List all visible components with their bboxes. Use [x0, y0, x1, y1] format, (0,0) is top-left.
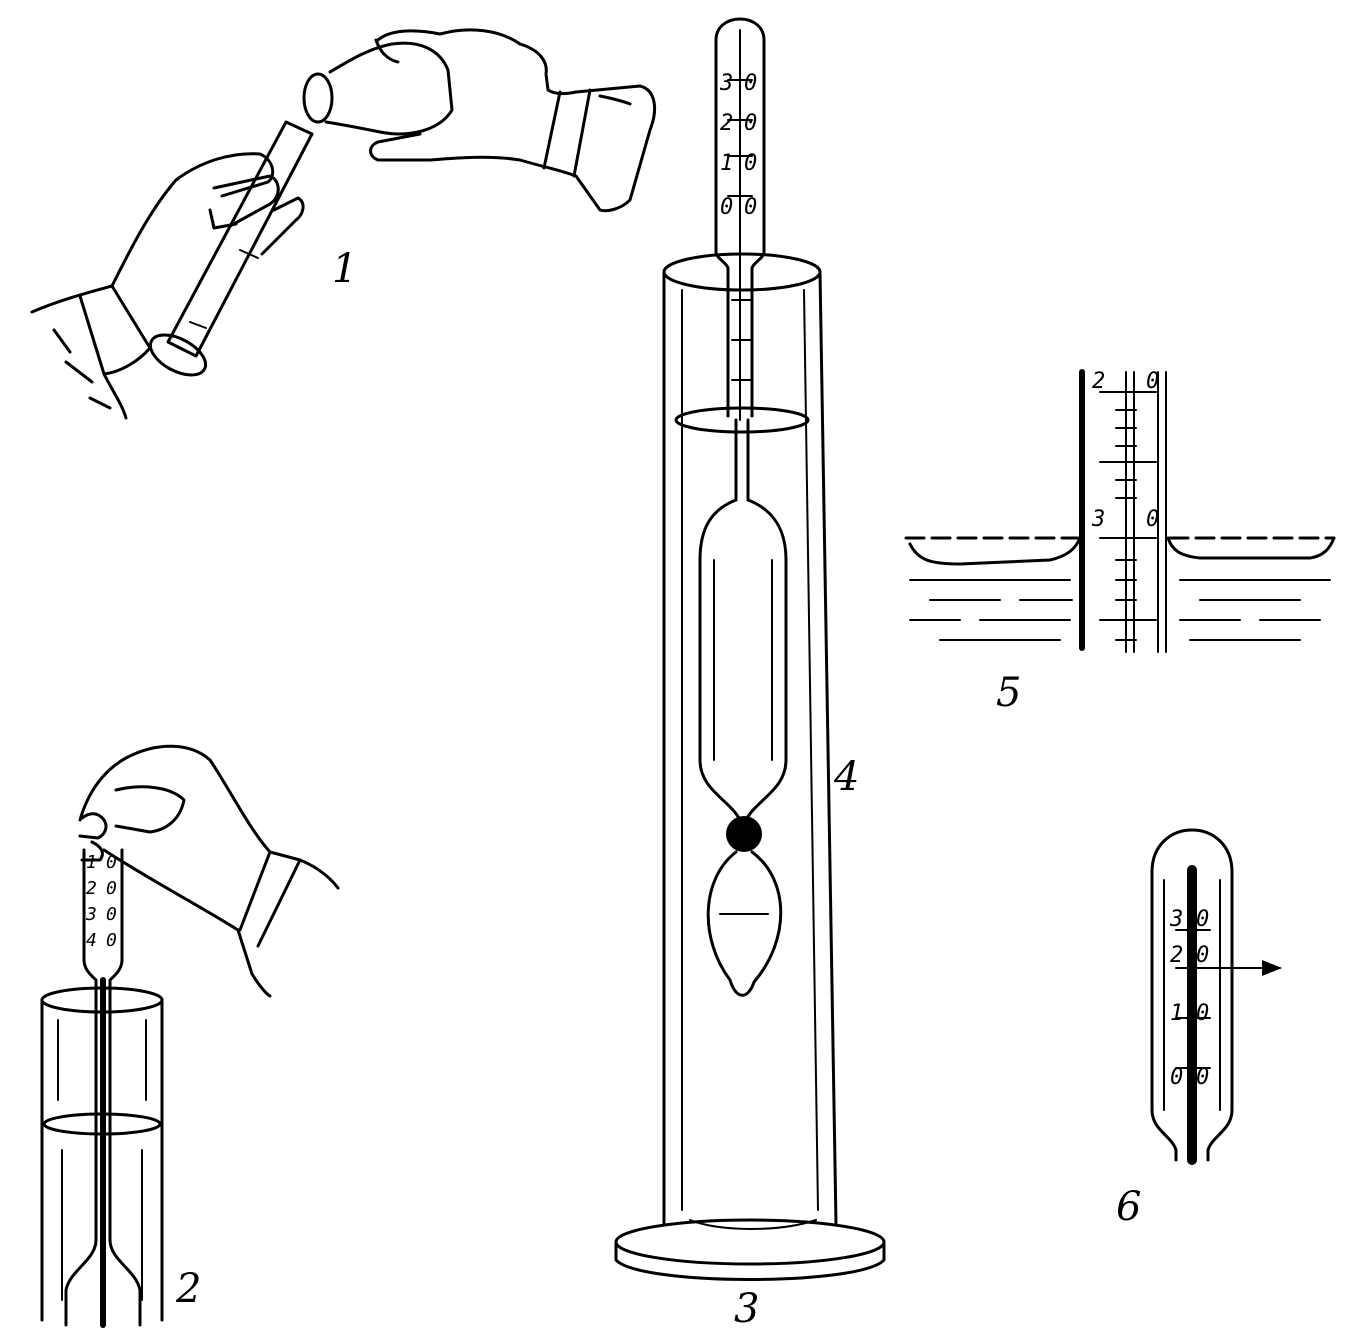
hydrometer-scale-30: 0 — [744, 71, 757, 96]
small-scale-4: 4 — [86, 930, 97, 951]
thermometer-scale-10: 0 — [1196, 1001, 1209, 1026]
small-scale-4b: 0 — [106, 930, 117, 951]
thermometer-scale-20: 0 — [1196, 943, 1209, 968]
step6-label: 6 — [1116, 1184, 1141, 1230]
small-scale-1b: 0 — [106, 852, 117, 873]
step1-label: 1 — [332, 246, 357, 292]
cylinder-rim — [662, 252, 822, 292]
hydrometer: 3 0 2 0 1 0 0 0 — [698, 17, 788, 997]
tilted-cylinder — [148, 120, 314, 377]
hydrometer-scale-3: 3 — [719, 71, 733, 96]
detail-scale-20: 0 — [1146, 369, 1159, 394]
bottle — [302, 41, 454, 136]
liquid-level — [674, 406, 810, 434]
step5-label: 5 — [996, 670, 1021, 716]
step2-label: 2 — [175, 1266, 201, 1312]
step3-cylinder-illustration: 3 0 2 0 1 0 0 0 4 3 — [614, 17, 886, 1332]
hydrometer-scale-00: 0 — [744, 195, 757, 220]
hydrometer-scale-20: 0 — [744, 111, 757, 136]
hydrometer-scale-1: 1 — [720, 151, 733, 176]
cylinder-base — [614, 1218, 886, 1266]
left-hand — [30, 152, 305, 420]
hydrometer-scale-2: 2 — [720, 111, 733, 136]
thermometer-scale-1: 1 — [1170, 1001, 1183, 1026]
reading-arrow-head — [1262, 960, 1282, 976]
thermometer-scale-00: 0 — [1196, 1065, 1209, 1090]
small-scale-1: 1 — [86, 852, 97, 873]
detail-scale-3: 3 — [1091, 507, 1105, 532]
detail-scale-2: 2 — [1092, 369, 1105, 394]
step3-label: 3 — [734, 1286, 759, 1332]
thermometer-scale-30: 0 — [1196, 907, 1209, 932]
small-scale-3b: 0 — [106, 904, 117, 925]
small-scale-2: 2 — [86, 878, 97, 899]
hydrometer-scale-0: 0 — [720, 195, 733, 220]
step4-label: 4 — [833, 754, 859, 800]
hydrometer-scale-10: 0 — [744, 151, 757, 176]
step6-thermometer: 3 0 2 0 1 0 0 0 6 — [1116, 828, 1282, 1230]
step2-lowering-illustration: 1 0 2 0 3 0 4 0 2 — [40, 744, 340, 1328]
small-scale-3: 3 — [85, 904, 97, 925]
right-hand — [369, 28, 657, 213]
thermometer-scale-0: 0 — [1170, 1065, 1183, 1090]
thermometer-scale-2: 2 — [1170, 943, 1183, 968]
thermometer-scale-3: 3 — [1169, 907, 1183, 932]
small-hydrometer: 1 0 2 0 3 0 4 0 — [64, 848, 142, 1328]
hydrometer-weight — [726, 816, 762, 852]
small-scale-2b: 0 — [106, 878, 117, 899]
step1-pouring-illustration: 1 — [30, 28, 657, 420]
hand-holding-hydrometer — [78, 744, 340, 998]
detail-scale-30: 0 — [1146, 507, 1159, 532]
step5-meniscus-detail: 2 0 3 0 5 — [904, 369, 1336, 716]
